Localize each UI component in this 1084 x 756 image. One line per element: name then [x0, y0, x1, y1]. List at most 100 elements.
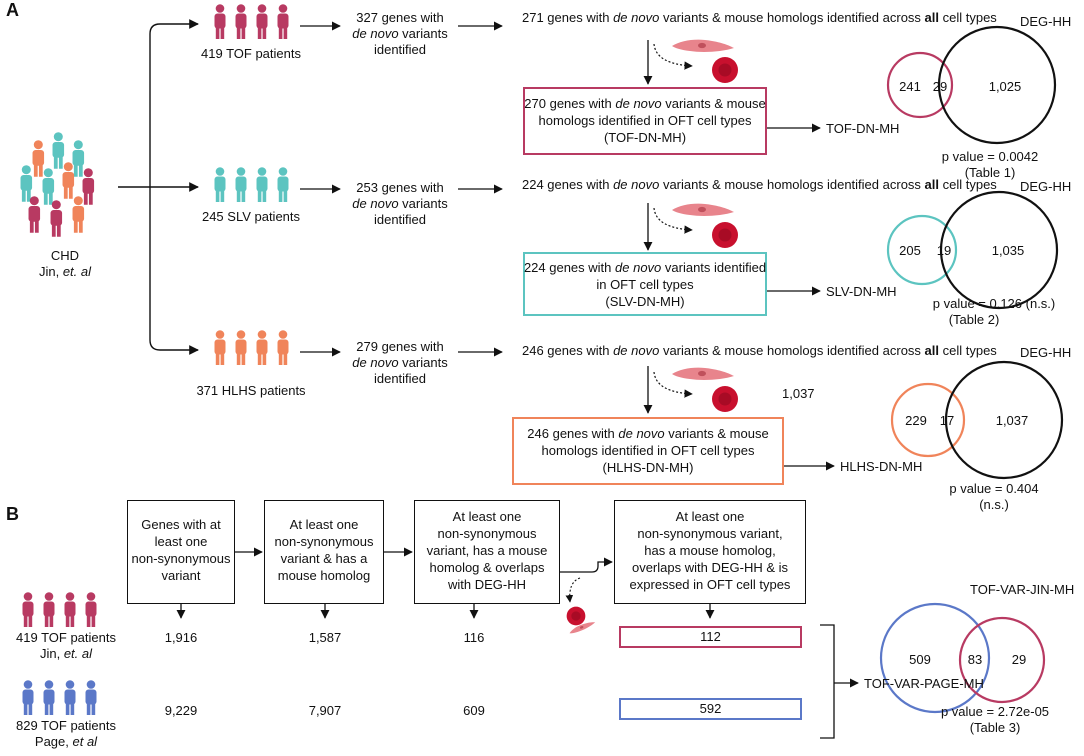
hlhs-pvalue: p value = 0.404 [949, 481, 1039, 496]
tof-patient-icons [214, 4, 289, 39]
step-1-l4: variant [161, 568, 201, 583]
tof-venn-left: 241 [899, 79, 921, 94]
step-4-l1: At least one [675, 509, 745, 524]
page-cohort-label: 829 TOF patients [16, 718, 116, 733]
jin-count-step4: 112 [700, 629, 721, 644]
tof-oft-box-line1: 270 genes with de novo variants & mouse [524, 96, 766, 111]
slv-venn-left: 205 [899, 243, 921, 258]
row-arrows [300, 21, 835, 471]
step-box-1 [127, 500, 235, 604]
step-box-2 [264, 500, 384, 604]
step-3-l5: with DEG-HH [447, 577, 526, 592]
tof-oft-box-line2: homologs identified in OFT cell types [538, 113, 752, 128]
venn-panel-a [886, 25, 1064, 480]
slv-oft-box-line1: 224 genes with de novo variants identifi… [523, 260, 767, 275]
slv-venn-mid: 19 [936, 243, 952, 258]
jin-count-step2: 1,587 [308, 630, 342, 645]
hlhs-deg-label: DEG-HH [1020, 345, 1072, 360]
slv-pvalue: p value = 0.126 (n.s.) [932, 296, 1056, 311]
set-label-jin: TOF-VAR-JIN-MH [970, 582, 1075, 597]
panel-b-label: B [6, 504, 19, 524]
tof-deg-label: DEG-HH [1020, 14, 1072, 29]
step-4-l4: overlaps with DEG-HH & is [631, 560, 789, 575]
slv-set-label: SLV-DN-MH [826, 284, 897, 299]
hlhs-oft-box-line2: homologs identified in OFT cell types [541, 443, 755, 458]
tof-all-celltypes: 271 genes with de novo variants & mouse … [522, 10, 997, 25]
slv-patients-label: 245 SLV patients [201, 209, 301, 224]
hlhs-genes-line1: 279 genes with [356, 339, 444, 354]
step-3-l2: non-synonymous [437, 526, 537, 541]
tof-venn-right: 1,025 [988, 79, 1022, 94]
slv-genes-line3: identified [373, 212, 427, 227]
hlhs-genes-line3: identified [373, 371, 427, 386]
step-3-l3: variant, has a mouse [426, 543, 548, 558]
page-count-step1: 9,229 [164, 703, 198, 718]
step-4-l2: non-synonymous variant, [637, 526, 783, 541]
hlhs-venn-mid: 17 [939, 413, 955, 428]
tof-genes-line1: 327 genes with [356, 10, 444, 25]
slv-genes-line2: de novo variants [352, 196, 448, 211]
tof-oft-box [523, 87, 767, 155]
slv-oft-box-line2: in OFT cell types [596, 277, 694, 292]
slv-oft-box [523, 252, 767, 316]
slv-patient-icons [214, 167, 289, 202]
hlhs-all-celltypes: 246 genes with de novo variants & mouse … [522, 343, 997, 358]
slv-venn-right: 1,035 [991, 243, 1025, 258]
hlhs-patients-label: 371 HLHS patients [196, 383, 306, 398]
hlhs-patient-icons [214, 330, 289, 365]
step-2-l3: variant & has a [280, 551, 368, 566]
step-box-3 [414, 500, 560, 604]
page-count-step2: 7,907 [308, 703, 342, 718]
step-1-l2: least one [154, 534, 208, 549]
slv-deg-label: DEG-HH [1020, 179, 1072, 194]
venn-panel-b [879, 602, 1046, 714]
step-3-l4: homolog & overlaps [429, 560, 545, 575]
step-4-l3: has a mouse homolog, [644, 543, 776, 558]
page-cohort-source: Page, et al [34, 734, 98, 749]
hlhs-oft-box-line1: 246 genes with de novo variants & mouse [527, 426, 769, 441]
page-count-step3: 609 [463, 703, 485, 718]
venn-b-mid: 83 [967, 652, 983, 667]
slv-genes-line1: 253 genes with [356, 180, 444, 195]
venn-b-pvalue: p value = 2.72e-05 [940, 704, 1050, 719]
tof-pvalue: p value = 0.0042 [941, 149, 1039, 164]
tof-genes-line3: identified [373, 42, 427, 57]
step-3-l1: At least one [452, 509, 522, 524]
chd-label: CHD [50, 248, 80, 263]
tof-set-label: TOF-DN-MH [826, 121, 900, 136]
jin-count-step3: 116 [463, 630, 485, 645]
slv-oft-box-line3: (SLV-DN-MH) [605, 294, 685, 309]
tof-venn-mid: 29 [932, 79, 948, 94]
hlhs-table-ref: (n.s.) [979, 497, 1009, 512]
chd-crowd-icon [20, 132, 95, 237]
tof-oft-box-line3: (TOF-DN-MH) [603, 130, 687, 145]
venn-b-table-ref: (Table 3) [969, 720, 1021, 735]
hlhs-venn-left: 229 [905, 413, 927, 428]
jin-cohort-label: 419 TOF patients [16, 630, 116, 645]
hlhs-genes-line2: de novo variants [352, 355, 448, 370]
page-cohort-icons [22, 680, 97, 715]
hlhs-venn-right: 1,037 [995, 413, 1029, 428]
tof-genes-line2: de novo variants [352, 26, 448, 41]
step-1-l3: non-synonymous [131, 551, 231, 566]
venn-b-right: 29 [1011, 652, 1027, 667]
hlhs-set-label: HLHS-DN-MH [840, 459, 923, 474]
hlhs-oft-box [512, 417, 784, 485]
tof-table-ref: (Table 1) [964, 165, 1016, 180]
jin-cohort-icons [22, 592, 97, 627]
step-4-l5: expressed in OFT cell types [629, 577, 791, 592]
step-2-l4: mouse homolog [277, 568, 371, 583]
step-box-4 [614, 500, 806, 604]
step-1-l1: Genes with at [141, 517, 221, 532]
venn-b-left: 509 [909, 652, 931, 667]
page-final-box [619, 698, 802, 720]
jin-final-box [619, 626, 802, 648]
step-2-l2: non-synonymous [274, 534, 374, 549]
chd-source: Jin, et. al [38, 264, 92, 279]
slv-all-celltypes: 224 genes with de novo variants & mouse … [522, 177, 997, 192]
set-label-page: TOF-VAR-PAGE-MH [864, 676, 984, 691]
slv-table-ref: (Table 2) [948, 312, 1000, 327]
panel-a-label: A [6, 0, 19, 20]
